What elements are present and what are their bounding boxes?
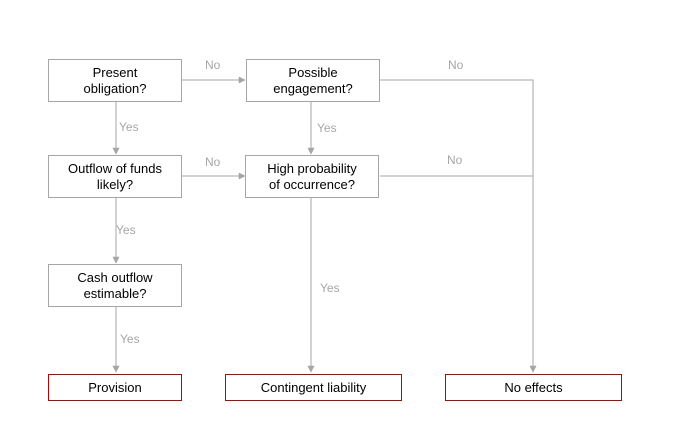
possible-engagement-box: Possible engagement? bbox=[246, 59, 380, 102]
contingent-liability-label: Contingent liability bbox=[260, 379, 367, 395]
edge-label-yes-engagement: Yes bbox=[317, 121, 337, 135]
cash-estimable-box: Cash outflow estimable? bbox=[48, 264, 182, 307]
provision-label: Provision bbox=[88, 379, 142, 395]
edge-label-yes-outflow: Yes bbox=[116, 223, 136, 237]
edge-label-yes-probability: Yes bbox=[320, 281, 340, 295]
cash-estimable-label: Cash outflow estimable? bbox=[77, 269, 153, 301]
contingent-liability-box: Contingent liability bbox=[225, 374, 402, 401]
outflow-likely-label: Outflow of funds likely? bbox=[68, 160, 162, 192]
edge-label-yes-obligation: Yes bbox=[119, 120, 139, 134]
outflow-likely-box: Outflow of funds likely? bbox=[48, 155, 182, 198]
edge-label-no-outflow: No bbox=[205, 155, 221, 169]
present-obligation-label: Present obligation? bbox=[83, 64, 147, 96]
edge-label-no-engagement: No bbox=[448, 58, 464, 72]
edge-label-yes-estimable: Yes bbox=[120, 332, 140, 346]
possible-engagement-label: Possible engagement? bbox=[273, 64, 353, 96]
no-effects-label: No effects bbox=[504, 379, 563, 395]
edge-engagement-no bbox=[380, 79, 537, 373]
high-probability-label: High probability of occurrence? bbox=[267, 160, 357, 192]
present-obligation-box: Present obligation? bbox=[48, 59, 182, 102]
high-probability-box: High probability of occurrence? bbox=[245, 155, 379, 198]
edge-label-no-probability: No bbox=[447, 153, 463, 167]
edge-label-no-obligation: No bbox=[205, 58, 221, 72]
no-effects-box: No effects bbox=[445, 374, 622, 401]
provision-box: Provision bbox=[48, 374, 182, 401]
